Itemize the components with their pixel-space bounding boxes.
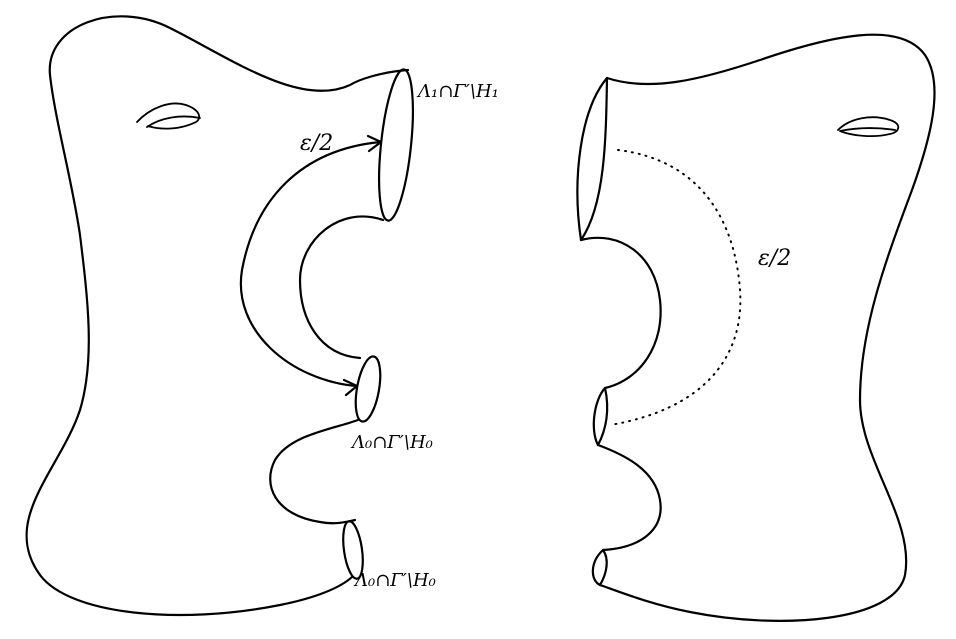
left-surface-right-profile — [270, 216, 383, 523]
left-surface-outline — [27, 16, 408, 615]
left-arrowhead-bottom — [344, 380, 357, 395]
label-bottom-boundary: Λ₀∩Γ′\H₀ — [353, 570, 436, 591]
right-epsilon-dotted-path — [610, 150, 740, 425]
label-epsilon-half-right: ε/2 — [758, 246, 791, 271]
right-handle-icon — [838, 117, 898, 136]
left-middle-opening — [351, 355, 384, 424]
label-top-boundary: Λ₁∩Γ′\H₁ — [416, 81, 499, 102]
label-epsilon-half-left: ε/2 — [300, 131, 333, 156]
label-middle-boundary: Λ₀∩Γ′\H₀ — [350, 432, 433, 453]
left-surface — [27, 16, 419, 615]
left-handle-icon — [137, 104, 200, 129]
left-epsilon-path — [241, 142, 380, 386]
right-surface-left-profile — [581, 238, 661, 550]
right-middle-opening — [594, 388, 607, 445]
right-surface — [577, 35, 934, 621]
left-top-opening — [373, 68, 419, 222]
right-bottom-opening — [593, 550, 607, 585]
right-top-opening — [577, 78, 607, 240]
